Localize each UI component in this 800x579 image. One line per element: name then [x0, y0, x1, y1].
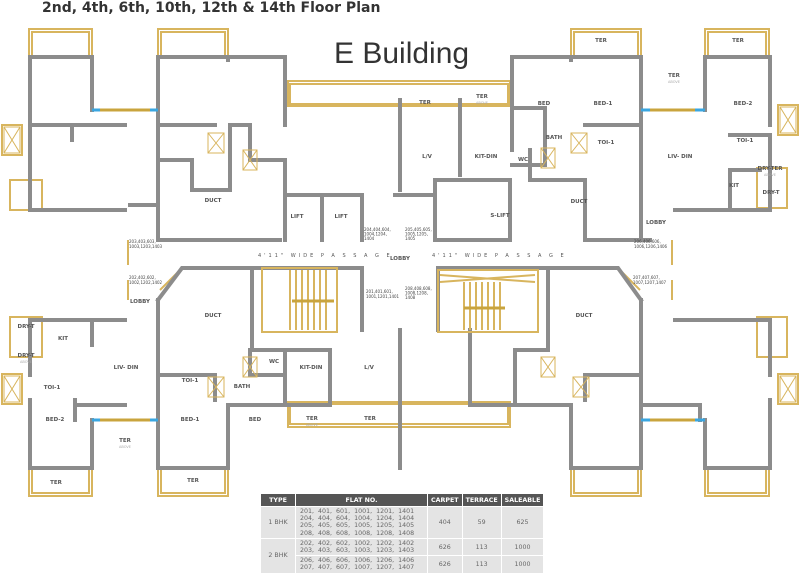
col-flat-no: FLAT NO.	[295, 493, 428, 507]
cell-flats: 206, 406, 606, 1006, 1206, 1406 207, 407…	[295, 555, 428, 574]
room-label: BED-2	[46, 417, 65, 423]
room-label: TER	[732, 38, 745, 44]
room-label: LIFT	[334, 214, 347, 220]
cell-saleable: 1000	[500, 537, 545, 557]
room-label: DRY-T	[763, 190, 780, 196]
room-label: TER	[187, 478, 200, 484]
flat-tag: 203,403,603,1003,1203,1403	[129, 239, 163, 249]
flat-tag: 206,406,606,1006,1206,1406	[634, 239, 668, 249]
room-label: DUCT	[576, 313, 593, 319]
room-label: BED	[249, 417, 262, 423]
cell-flats: 202, 402, 602, 1002, 1202, 1402 203, 403…	[295, 537, 428, 557]
shafts	[3, 106, 797, 403]
room-label: L/V	[422, 154, 433, 160]
room-sub: ABOVE	[20, 360, 32, 364]
room-sub: ABOVE	[764, 173, 776, 177]
room-sub: ABOVE	[306, 423, 318, 427]
cell-terrace: 113	[461, 537, 502, 557]
cell-type: 2 BHK	[260, 537, 296, 574]
table-row: 2 BHK 202, 402, 602, 1002, 1202, 1402 20…	[260, 537, 545, 574]
room-label: TOI-1	[182, 378, 199, 384]
room-label: DUCT	[571, 199, 588, 205]
room-label: TER	[119, 438, 132, 444]
room-labels: TER TER TER ABOVE BED BED-1 BED-2 TER TE…	[18, 38, 784, 486]
room-label: L/V	[364, 365, 375, 371]
room-label: BATH	[546, 135, 563, 141]
cell-flats: 201, 401, 601, 1001, 1201, 1401 204, 404…	[295, 506, 428, 539]
room-label: DRY-TER	[758, 166, 784, 172]
room-label: TOI-1	[44, 385, 61, 391]
flat-tag: 204,404,604,1004,1204,1404	[364, 227, 391, 241]
room-sub: ABOVE	[476, 101, 488, 105]
col-carpet: CARPET	[427, 493, 463, 507]
room-label: LOBBY	[130, 299, 151, 305]
cell-carpet: 404	[427, 506, 463, 539]
flat-tag: 205,405,605,1005,1205,1405	[405, 227, 432, 241]
room-label: S-LIFT	[490, 213, 510, 219]
room-label: LIV- DIN	[668, 154, 693, 160]
staircases	[261, 267, 539, 333]
room-label: BED-1	[181, 417, 200, 423]
room-label: LIV- DIN	[114, 365, 139, 371]
building-name: E Building	[334, 37, 470, 70]
room-label: KIT	[729, 183, 739, 189]
room-label: KIT	[58, 336, 68, 342]
room-label: TER	[476, 94, 489, 100]
room-label: BATH	[234, 384, 251, 390]
room-label: TER	[364, 416, 377, 422]
cell-saleable: 1000	[500, 555, 545, 574]
room-label: BED-2	[734, 101, 753, 107]
cell-carpet: 626	[427, 555, 463, 574]
table-row: 206, 406, 606, 1006, 1206, 1406 207, 407…	[261, 555, 545, 574]
room-label: DUCT	[205, 198, 222, 204]
room-label: TOI-1	[737, 138, 754, 144]
room-label: LOBBY	[646, 220, 667, 226]
cell-type: 1 BHK	[260, 506, 296, 539]
room-label: KIT-DIN	[300, 365, 323, 371]
passage-label: 4'11" WIDE P A S S A G E	[432, 253, 567, 259]
room-label: WC	[518, 157, 528, 163]
flat-area-table: TYPE FLAT NO. CARPET TERRACE SALEABLE 1 …	[260, 493, 545, 574]
room-label: TOI-1	[598, 140, 615, 146]
room-label: BED	[538, 101, 551, 107]
walls	[28, 55, 772, 470]
table-row: 1 BHK 201, 401, 601, 1001, 1201, 1401 20…	[260, 506, 545, 539]
cell-carpet: 626	[427, 537, 463, 557]
room-label: DRY-T	[18, 324, 35, 330]
col-terrace: TERRACE	[461, 493, 502, 507]
flat-tag: 208,408,608,1008,1208,1408	[405, 286, 432, 300]
flat-tag: 201,401,601,1001,1201,1401	[366, 289, 400, 299]
room-label: LOBBY	[390, 256, 411, 262]
room-label: TER	[419, 100, 432, 106]
col-saleable: SALEABLE	[500, 493, 545, 507]
room-label: BED-1	[594, 101, 613, 107]
col-type: TYPE	[260, 493, 296, 507]
flat-tags: 203,403,603,1003,1203,1403 202,402,602,1…	[129, 227, 668, 300]
passage-label: 4'11" WIDE P A S S A G E	[258, 253, 393, 259]
windows	[92, 108, 705, 422]
room-label: KIT-DIN	[475, 154, 498, 160]
room-sub: ABOVE	[668, 80, 680, 84]
room-label: DRY-T	[18, 353, 35, 359]
room-label: LIFT	[290, 214, 303, 220]
flat-tag: 202,402,602,1002,1202,1402	[129, 275, 163, 285]
cell-terrace: 113	[461, 555, 502, 574]
flat-tag: 207,407,607,1007,1207,1407	[633, 275, 667, 285]
room-label: TER	[306, 416, 319, 422]
room-label: TER	[668, 73, 681, 79]
room-label: TER	[50, 480, 63, 486]
room-label: DUCT	[205, 313, 222, 319]
page-title: 2nd, 4th, 6th, 10th, 12th & 14th Floor P…	[42, 0, 381, 16]
cell-saleable: 625	[500, 506, 545, 539]
room-label: WC	[269, 359, 279, 365]
room-sub: ABOVE	[119, 445, 131, 449]
cell-terrace: 59	[461, 506, 502, 539]
room-label: TER	[595, 38, 608, 44]
